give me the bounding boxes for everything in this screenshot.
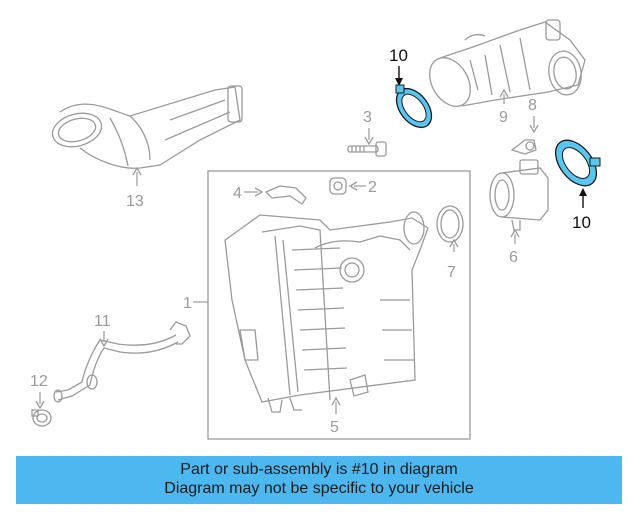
assembly-outline [207,170,471,440]
arrow-4 [254,187,264,197]
callout-9: 9 [499,109,508,126]
callout-12: 12 [30,373,48,390]
callout-2: 2 [368,179,377,196]
part-3-bolt [347,141,387,157]
arrow-13 [132,166,142,176]
part-12-clamp [31,409,52,427]
banner-line-1: Part or sub-assembly is #10 in diagram [180,461,458,478]
part-7-seal [436,205,464,243]
callout-3: 3 [363,109,372,126]
part-1-air-cleaner-assembly [224,211,429,413]
part-10-hose-clamp-upper [395,84,433,129]
part-2-grommet [329,177,347,195]
callout-6: 6 [509,249,518,266]
part-9-hose [429,19,586,107]
part-6-air-flow-sensor [489,159,549,231]
arrow-6 [510,228,520,238]
callout-10-upper: 10 [389,46,408,65]
info-banner: Part or sub-assembly is #10 in diagram D… [16,456,622,504]
part-10-hose-clamp-lower [554,139,601,187]
banner-line-2: Diagram may not be specific to your vehi… [164,480,474,497]
callout-8: 8 [528,97,537,114]
part-11-hose [53,321,191,403]
arrow-12 [35,400,45,410]
arrow-5 [331,396,341,406]
callout-11: 11 [94,313,111,330]
callout-1: 1 [183,295,192,312]
arrow-10-lower [579,188,587,196]
part-13-intake-duct [51,85,243,169]
arrow-10-upper [395,78,403,86]
arrow-9 [499,88,509,98]
parts-diagram: 13 10 9 3 8 10 [30,19,601,440]
arrow-2 [348,181,358,191]
arrow-3 [364,136,374,146]
callout-10-lower: 10 [572,213,591,232]
callout-7: 7 [447,264,456,281]
callout-5: 5 [330,419,339,436]
callout-13: 13 [126,193,144,210]
part-8-bolt [510,139,537,155]
arrow-7 [449,238,459,248]
part-4-bracket [264,185,307,205]
callout-4: 4 [233,185,242,202]
arrow-8 [529,124,539,134]
